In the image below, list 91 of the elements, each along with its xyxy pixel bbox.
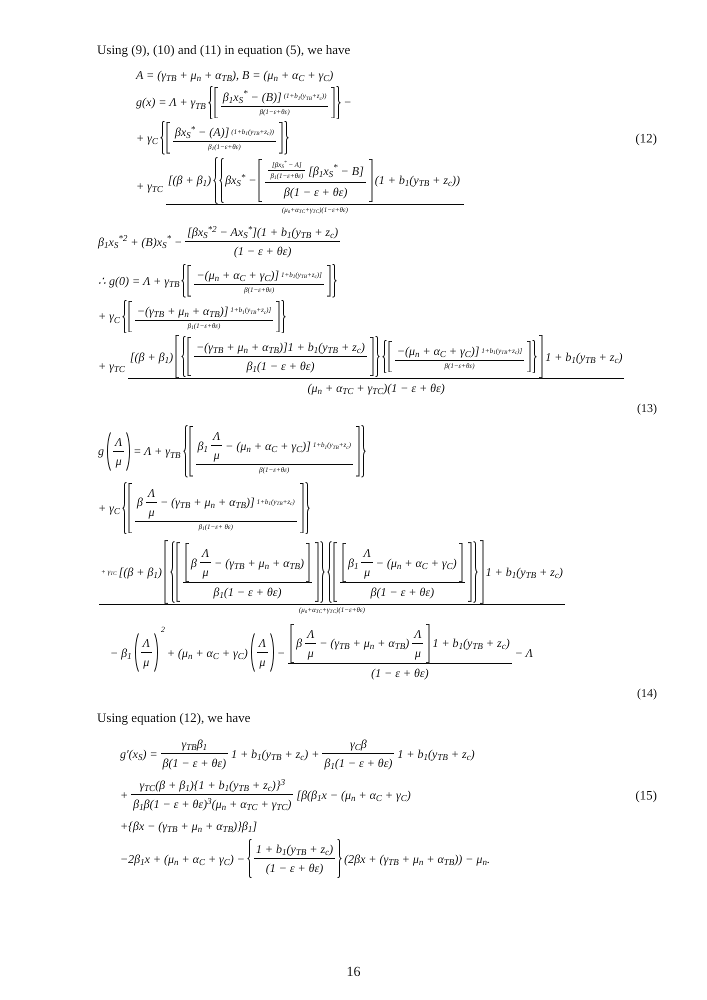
math-term: 1 + b$_{1}$(y$_{TB}$ + z$_{c}$) [254,841,334,858]
math-term: β(1 − ε + θε) [162,755,228,772]
body-text: Using equation (12), we have [97,708,252,727]
math-term: μ [147,504,156,520]
equation-number: (12) [635,129,657,148]
math-term: + γ$_{C}$ [97,308,121,326]
math-term: γ$_{TC}$(β + β$_{1}$){1 + b$_{1}$(y$_{TB}$ + z$_{c}$)}$^{3}$ [138,776,286,794]
math-term: μ [212,447,221,464]
math-term: 1 + b$_{1}$(y$_{TB}$ + z$_{c}$) [544,348,624,366]
math-term: μ [258,654,266,671]
math-term: = Λ + γ$_{TB}$ [132,443,182,460]
math-term: (1 − ε + θε) [264,860,324,877]
math-term: βx$_{S}$$^{*}$ − [224,171,258,189]
math-term: [β(β$_{1}$x − (μ$_{n}$ + α$_{C}$ + γ$_{C}$) [295,786,412,804]
math-term: β$_{1}$x$_{S}$$^{*}$ − (B)] [222,88,283,106]
math-term: − (γ$_{TB}$ + μ$_{n}$ + α$_{TB}$)] [159,494,256,511]
math-term: [β$_{1}$x$_{S}$$^{*}$ − B] [307,162,365,180]
math-term: β [295,635,304,652]
math-term: [(β + β$_{1}$) [166,172,212,189]
math-term: Λ [142,635,151,652]
math-term: Λ [212,428,222,445]
math-term: + γ$_{C}$ [97,500,121,517]
math-term: μ [306,644,315,662]
math-term: 1 + b$_{1}$(y$_{TB}$ + z$_{c}$) [431,635,511,652]
math-term: + γ$_{TC}$ [97,358,126,375]
math-term: Λ [413,626,422,642]
math-term: β$_{1}$(1 − ε + θε) [323,755,394,772]
math-term: β$_{1}$ [347,554,360,572]
math-term: β$_{1}$ [196,438,209,454]
math-term: (2βx + (γ$_{TB}$ + μ$_{n}$ + α$_{TB}$)) − μ$_{n}$. [343,850,491,868]
math-term: + (μ$_{n}$ + α$_{C}$ + γ$_{C}$) [166,644,249,662]
page-number: 16 [346,964,360,982]
body-text: Using (9), (10) and (11) in equation (5), we have [97,41,352,59]
math-term: −(γ$_{TB}$ + μ$_{n}$ + α$_{TB}$)] [136,302,230,320]
math-term: β$_{1}$(1 − ε + θε) [212,584,282,601]
math-term: (μ$_{n}$ + α$_{TC}$ + γ$_{TC}$)(1 − ε + θε) [306,380,446,397]
math-term: ∴ g(0) = Λ + γ$_{TB}$ [97,272,180,290]
math-term: A = (γ$_{TB}$ + μ$_{n}$ + α$_{TB}$), B = (μ$_{n}$ + α$_{C}$ + γ$_{C}$) [135,66,334,84]
math-term: −(μ$_{n}$ + α$_{C}$ + γ$_{C}$)] [396,342,480,360]
math-term: g(x) = Λ + γ$_{TB}$ [135,94,207,112]
math-term: β [136,494,144,511]
math-term: μ [201,564,210,581]
math-term: Λ [306,626,316,642]
math-term: γ$_{TB}$β$_{1}$ [180,736,208,753]
math-term: g′(x$_{S}$) = [119,746,159,762]
math-term: Λ [146,484,156,502]
math-term: [βx$_{S}$$^{*2}$ − Ax$_{S}$$^{*}$](1 + b$_{1}$(y$_{TB}$ + z$_{c}$) [186,223,340,241]
math-term: + [119,786,130,804]
math-term: Λ [362,545,372,562]
math-term: Λ [114,434,124,451]
equation-number: (14) [637,684,657,702]
math-term: (1 − ε + θε) [232,243,292,260]
math-term: μ [414,644,422,662]
math-term: μ [114,452,123,470]
math-term: 2 [160,624,166,636]
math-term: − (γ$_{TB}$ + μ$_{n}$ + α$_{TB}$) [318,635,410,652]
math-term: Λ [258,635,267,652]
math-term: β(1 − ε + θε) [282,184,348,200]
math-term: (1 + b$_{1}$(y$_{TB}$ + z$_{c}$)) [374,172,461,189]
math-term: − [342,94,353,112]
equation-number: (15) [635,786,657,804]
math-term: − (μ$_{n}$ + α$_{C}$ + γ$_{C}$) [374,554,458,572]
math-term: μ [363,564,372,581]
math-term: −(γ$_{TB}$ + μ$_{n}$ + α$_{TB}$)]1 + b$_{1}$(y$_{TB}$ + z$_{c}$) [195,339,366,356]
math-term: g [97,443,105,460]
math-term: γ$_{C}$β [349,736,368,753]
math-term: − Λ [514,644,534,662]
math-term: [(β + β$_{1}$) [118,564,163,581]
math-term: β$_{1}$β(1 − ε + θε)$^{3}$(μ$_{n}$ + α$_{TC}$ + γ$_{TC}$) [132,795,292,813]
math-term: 1 + b$_{1}$(y$_{TB}$ + z$_{c}$) [396,746,476,762]
math-term: [(β + β$_{1}$) [128,348,174,366]
math-term: +{βx − (γ$_{TB}$ + μ$_{n}$ + α$_{TB}$)}β$_{1}$] [119,818,258,835]
math-term: β(1 − ε + θε) [370,584,436,601]
math-term: (1 − ε + θε) [370,664,430,682]
math-term: −(μ$_{n}$ + α$_{C}$ + γ$_{C}$)] [195,267,280,284]
math-term: − (γ$_{TB}$ + μ$_{n}$ + α$_{TB}$) [213,554,305,572]
math-term: μ [142,654,150,671]
math-term: + γ$_{C}$ [135,130,159,147]
math-term: − β$_{1}$ [109,644,133,662]
math-term: βx$_{S}$$^{*}$ − (A)] [174,123,230,141]
equation-number: (13) [637,400,657,417]
math-term: β [190,554,198,572]
math-term: −2β$_{1}$x + (μ$_{n}$ + α$_{C}$ + γ$_{C}$) − [119,850,246,868]
math-term: β$_{1}$x$_{S}$$^{*2}$ + (B)x$_{S}$$^{*}$ − [97,232,184,250]
math-term: Λ [200,545,210,562]
math-term: − (μ$_{n}$ + α$_{C}$ + γ$_{C}$)] [224,438,312,454]
math-term: + γ$_{TC}$ [135,178,164,195]
math-term: 1 + b$_{1}$(y$_{TB}$ + z$_{c}$) + [230,746,320,762]
math-term: 1 + b$_{1}$(y$_{TB}$ + z$_{c}$) [484,564,564,581]
math-term: − [276,644,286,662]
math-term: β$_{1}$(1 − ε + θε) [245,358,316,375]
